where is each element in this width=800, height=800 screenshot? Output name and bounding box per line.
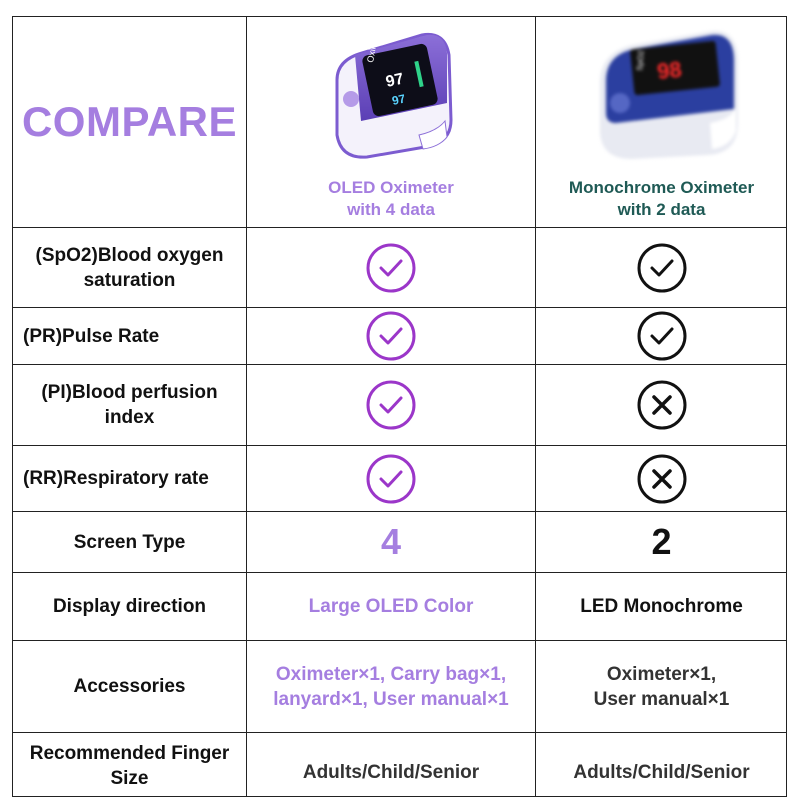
comparison-table: COMPARE Oximeter 97 97 (12, 16, 787, 797)
accessories-line: Oximeter×1, Carry bag×1, (275, 663, 507, 685)
accessories-value: Oximeter×1, User manual×1 (536, 641, 787, 732)
screen-type-value: 2 (651, 521, 672, 562)
oled-title-line: with 4 data (347, 200, 435, 219)
monochrome-oximeter-image: SpO2 98 (600, 30, 738, 160)
device-screen-value: 97 (384, 71, 405, 91)
feature-label: Screen Type (73, 531, 186, 553)
cross-icon (536, 446, 787, 511)
oled-header-cell: Oximeter 97 97 OLED Oximeter with 4 data (247, 17, 535, 227)
check-icon (536, 228, 787, 307)
device-screen-value: 97 (391, 91, 407, 108)
feature-label: (PR)Pulse Rate (23, 325, 160, 347)
mono-header-cell: SpO2 98 Monochrome Oximeter with 2 data (536, 17, 787, 227)
table-row: Accessories Oximeter×1, Carry bag×1, lan… (13, 641, 786, 733)
table-row: Display direction Large OLED Color LED M… (13, 573, 786, 641)
table-row: Recommended Finger Size Adults/Child/Sen… (13, 733, 786, 798)
accessories-value: Oximeter×1, Carry bag×1, lanyard×1, User… (247, 641, 535, 732)
column-divider (535, 17, 536, 796)
table-row: (PI)Blood perfusion index (13, 365, 786, 446)
check-icon (247, 228, 535, 307)
mono-column-title: Monochrome Oximeter with 2 data (569, 177, 754, 221)
mono-title-line: with 2 data (617, 200, 706, 219)
display-value: LED Monochrome (580, 596, 743, 617)
finger-size-value: Adults/Child/Senior (302, 762, 480, 783)
mono-title-line: Monochrome Oximeter (568, 178, 755, 197)
oled-oximeter-image: Oximeter 97 97 (335, 26, 453, 159)
feature-label-line: (PI)Blood perfusion (41, 382, 218, 403)
check-icon (247, 365, 535, 445)
display-value: Large OLED Color (308, 596, 474, 617)
feature-label: Accessories (73, 676, 186, 697)
feature-label: Display direction (52, 596, 207, 617)
device-screen-label: SpO2 (635, 49, 646, 71)
feature-label: (PI)Blood perfusion index (13, 365, 246, 445)
feature-label-line: saturation (83, 269, 176, 291)
oled-column-title: OLED Oximeter with 4 data (328, 177, 454, 221)
feature-label: (RR)Respiratory rate (23, 468, 209, 489)
column-divider (246, 17, 247, 796)
feature-label: Recommended Finger Size (13, 733, 246, 798)
feature-label: (SpO2)Blood oxygen saturation (13, 228, 246, 307)
accessories-line: Oximeter×1, (606, 663, 717, 685)
check-icon (247, 446, 535, 511)
check-icon (536, 308, 787, 364)
accessories-line: lanyard×1, User manual×1 (273, 688, 509, 710)
cross-icon (536, 365, 787, 445)
accessories-line: User manual×1 (593, 688, 730, 710)
compare-cell: COMPARE (13, 17, 246, 227)
table-row: (PR)Pulse Rate (13, 308, 786, 365)
screen-type-value: 4 (380, 521, 402, 562)
table-row: (SpO2)Blood oxygen saturation (13, 228, 786, 308)
feature-label-line: Recommended Finger (29, 742, 230, 764)
compare-title: COMPARE (21, 98, 238, 145)
check-icon (247, 308, 535, 364)
oled-title-line: OLED Oximeter (328, 178, 454, 197)
feature-label-line: (SpO2)Blood oxygen (35, 244, 224, 266)
device-screen-value: 98 (656, 57, 683, 84)
table-row: Screen Type 4 2 (13, 512, 786, 573)
feature-label-line: Size (110, 767, 149, 789)
table-row: (RR)Respiratory rate (13, 446, 786, 512)
finger-size-value: Adults/Child/Senior (573, 762, 750, 783)
feature-label-line: index (104, 407, 155, 428)
header-row: COMPARE Oximeter 97 97 (13, 17, 786, 228)
